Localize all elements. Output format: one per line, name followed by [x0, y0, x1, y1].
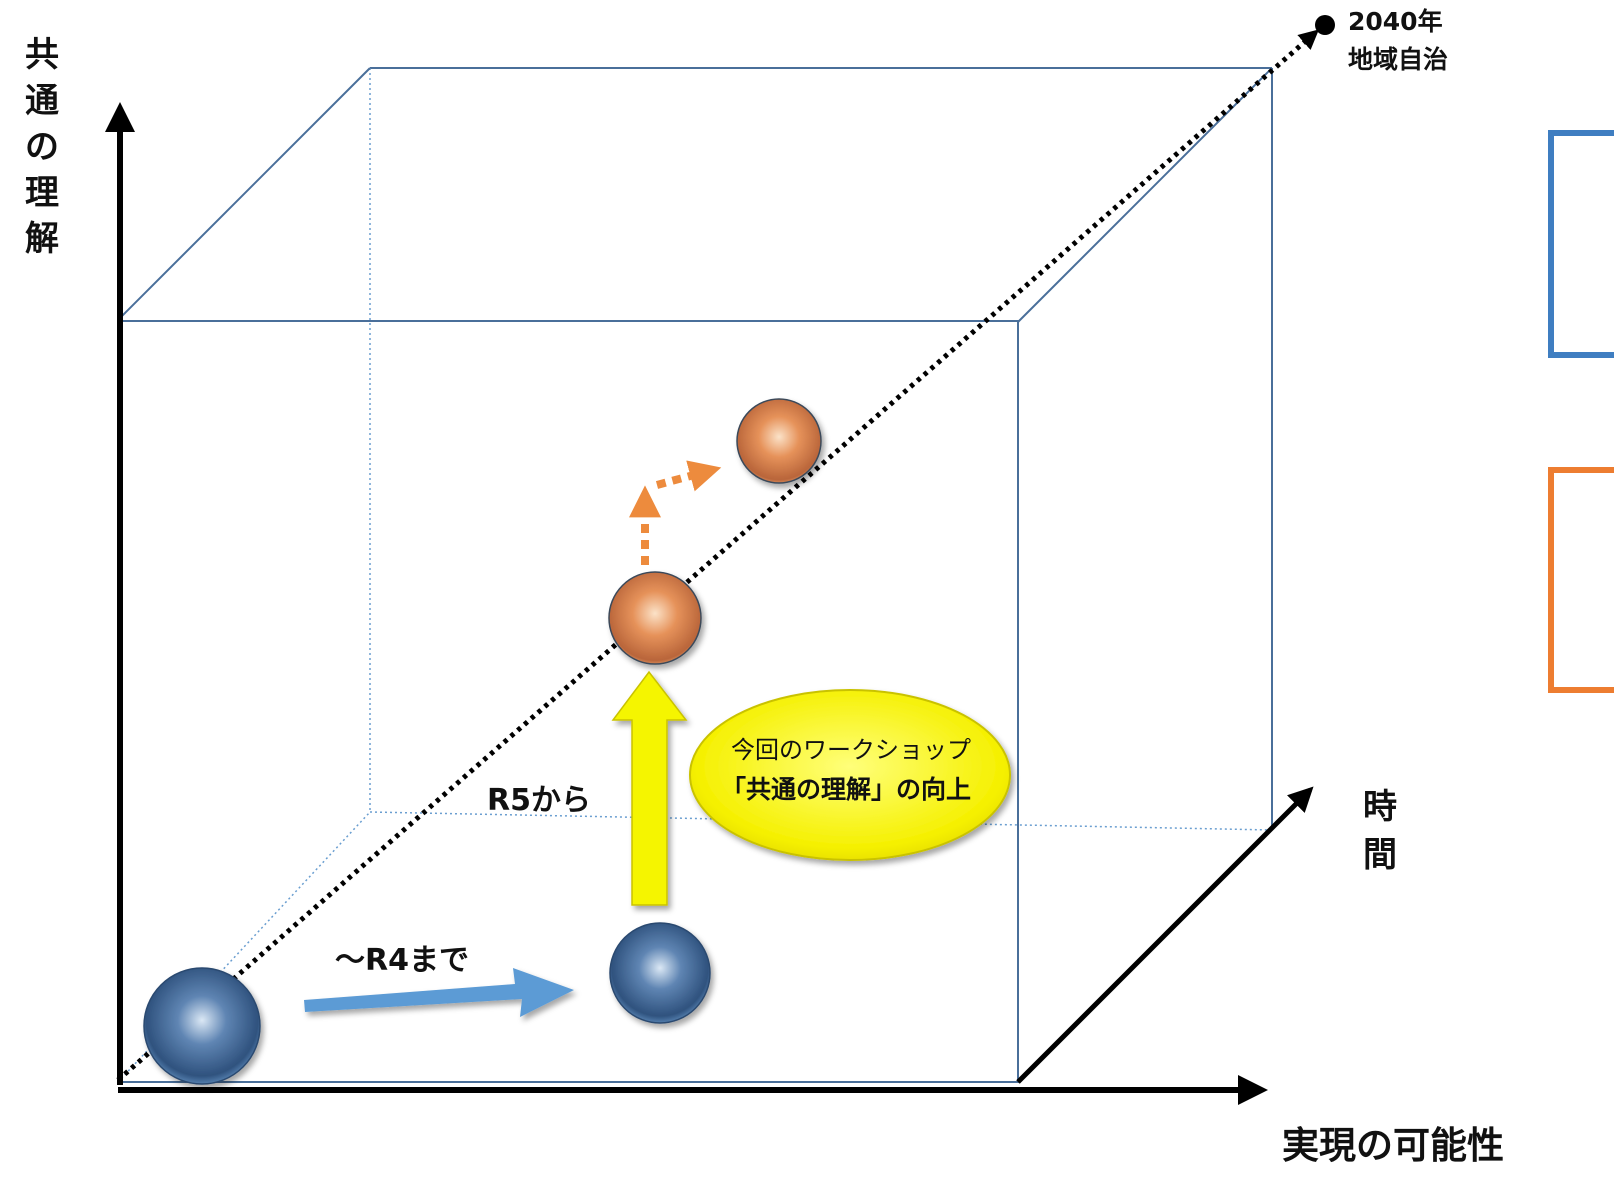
legend-box-blue: [1548, 130, 1614, 358]
callout-line2: 「共通の理解」の向上: [721, 775, 971, 804]
sphere-start: [143, 967, 261, 1085]
time-axis-arrow: [1016, 786, 1314, 1084]
cube-depth-top-left-edge: [117, 67, 371, 321]
time-axis-label: 時 間: [1363, 787, 1397, 875]
sphere-r4: [609, 922, 711, 1024]
callout-line1: 今回のワークショップ: [731, 736, 971, 764]
y-axis-label-char: 解: [25, 219, 59, 259]
y-axis-label: 共 通 の 理 解: [25, 35, 59, 259]
sphere-r5: [608, 571, 702, 665]
y-axis-label-char: 共: [25, 35, 59, 75]
y-axis-label-char: 理: [25, 173, 59, 213]
axes: [105, 102, 1314, 1105]
trajectory-dotted-line: [116, 29, 1320, 1082]
progress-arrow-yellow: [611, 670, 688, 906]
y-axis-label-char: 通: [25, 81, 59, 121]
label-from-r5: R5から: [487, 783, 591, 818]
legend-box-orange: [1548, 467, 1614, 693]
y-axis-label-char: の: [25, 127, 59, 167]
goal-point: [1315, 15, 1335, 35]
progress-arrow-blue: [304, 968, 574, 1017]
time-axis-label-char: 間: [1363, 835, 1397, 875]
cube-depth-top-right-edge: [1017, 67, 1273, 323]
time-axis-label-char: 時: [1363, 787, 1397, 827]
next-step-arrow-right: [655, 460, 722, 492]
sphere-next: [736, 398, 822, 484]
workshop-callout: [689, 689, 1011, 861]
label-until-r4: ～R4まで: [335, 943, 469, 978]
x-axis-label: 実現の可能性: [1282, 1124, 1504, 1167]
goal-name: 地域自治: [1348, 45, 1448, 74]
goal-year: 2040年: [1348, 7, 1443, 36]
